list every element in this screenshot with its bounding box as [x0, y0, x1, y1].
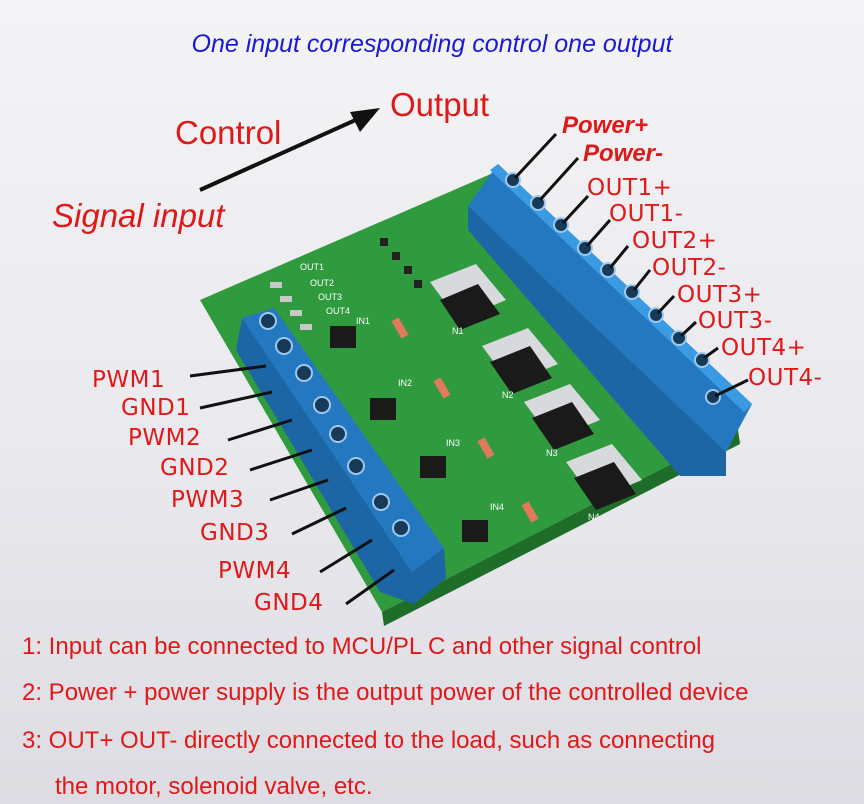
control-arrow-head: [350, 108, 380, 132]
silk-in3: IN3: [446, 438, 460, 448]
out1-plus-label: OUT1+: [587, 175, 673, 201]
mosfet-3: [524, 384, 600, 450]
out1-minus-label: OUT1-: [609, 201, 684, 227]
diode-2: [433, 377, 451, 399]
out2-plus-label: OUT2+: [632, 228, 718, 254]
pwm1-label: PWM1: [92, 367, 166, 393]
mosfet-2: [482, 328, 558, 394]
control-label: Control: [175, 114, 282, 151]
out3-minus-label: OUT3-: [698, 308, 773, 334]
gnd2-label: GND2: [160, 455, 230, 481]
page-title: One input corresponding control one outp…: [191, 30, 673, 58]
optocoupler-3: [420, 456, 446, 478]
silk-n1: N1: [452, 326, 464, 336]
silk-in1: IN1: [356, 316, 370, 326]
silk-n3: N3: [546, 448, 558, 458]
pwm4-label: PWM4: [218, 558, 292, 584]
optocoupler-4: [462, 520, 488, 542]
silk-out2: OUT2: [310, 278, 334, 288]
mosfet-1: [430, 264, 506, 330]
input-screw-holes: [259, 312, 410, 537]
diode-1: [391, 317, 409, 339]
power-plus-label: Power+: [562, 112, 649, 139]
smd-resistors: [270, 238, 422, 330]
note-3: 3: OUT+ OUT- directly connected to the l…: [22, 727, 716, 754]
note-2: 2: Power + power supply is the output po…: [22, 679, 749, 706]
power-minus-label: Power-: [583, 140, 664, 167]
note-1: 1: Input can be connected to MCU/PL C an…: [22, 633, 702, 660]
silk-out1: OUT1: [300, 262, 324, 272]
out3-plus-label: OUT3+: [677, 282, 763, 308]
note-4: the motor, solenoid valve, etc.: [55, 773, 373, 800]
silk-n4: N4: [588, 512, 600, 522]
optocoupler-2: [370, 398, 396, 420]
out4-minus-label: OUT4-: [748, 365, 823, 391]
pcb-edge: [382, 430, 740, 626]
out2-minus-label: OUT2-: [652, 255, 727, 281]
silk-n2: N2: [502, 390, 514, 400]
out4-plus-label: OUT4+: [721, 335, 807, 361]
pwm3-label: PWM3: [171, 487, 245, 513]
silk-out3: OUT3: [318, 292, 342, 302]
gnd4-label: GND4: [254, 590, 324, 616]
output-label: Output: [390, 86, 490, 123]
silk-in4: IN4: [490, 502, 504, 512]
gnd3-label: GND3: [200, 520, 270, 546]
silk-out4: OUT4: [326, 306, 350, 316]
input-pointer-lines: [189, 364, 395, 606]
pwm2-label: PWM2: [128, 425, 202, 451]
silk-in2: IN2: [398, 378, 412, 388]
gnd1-label: GND1: [121, 395, 191, 421]
signal-input-label: Signal input: [52, 197, 225, 234]
control-arrow-line: [199, 116, 361, 192]
optocoupler-1: [330, 326, 356, 348]
mosfet-4: [566, 444, 642, 510]
output-pointer-lines: [513, 132, 749, 398]
diode-3: [477, 437, 495, 459]
diode-4: [521, 501, 539, 523]
